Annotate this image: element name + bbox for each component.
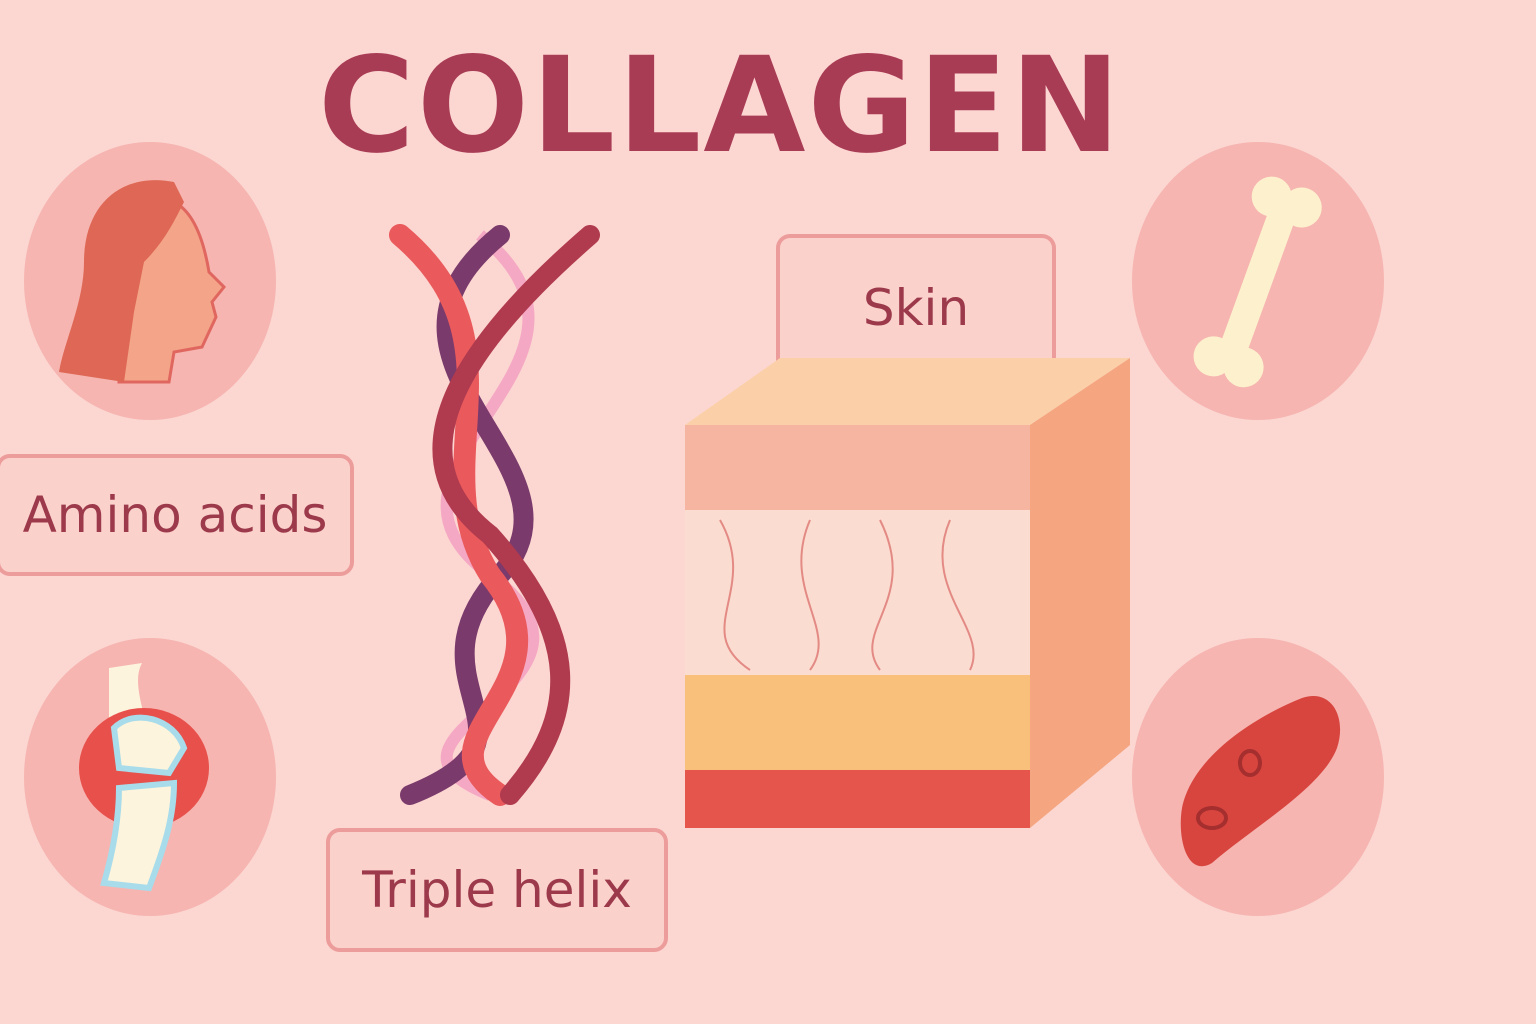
title: COLLAGEN — [318, 29, 1123, 183]
tissue-circle — [1132, 638, 1384, 916]
bone-icon — [1193, 176, 1322, 388]
triple-helix-label: Triple helix — [326, 828, 668, 952]
face-circle — [24, 142, 276, 420]
woman-profile-icon — [59, 180, 227, 384]
joint-circle — [24, 638, 276, 916]
skin-label: Skin — [776, 234, 1056, 378]
amino-acids-label: Amino acids — [0, 454, 354, 576]
triple-helix-illustration — [389, 224, 600, 806]
skin-layers-illustration — [685, 358, 1130, 828]
bone-circle — [1132, 142, 1384, 420]
knee-joint-icon — [79, 663, 209, 892]
muscle-tissue-icon — [1180, 696, 1341, 867]
